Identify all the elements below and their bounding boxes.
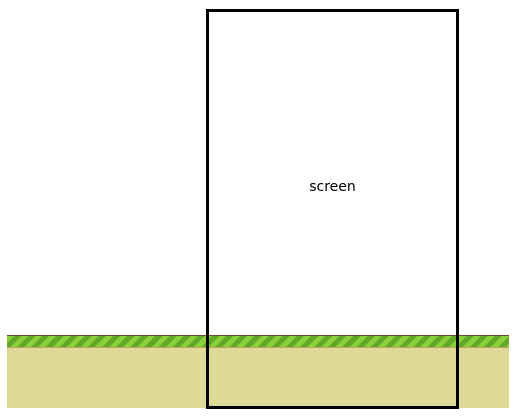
dirt-ground (7, 348, 509, 408)
grass-strip (7, 336, 509, 347)
screen-label: screen (309, 179, 356, 195)
screen-viewport-frame: screen (206, 9, 459, 409)
ground-top-outline (7, 335, 509, 336)
grass-bottom-edge (7, 347, 509, 348)
